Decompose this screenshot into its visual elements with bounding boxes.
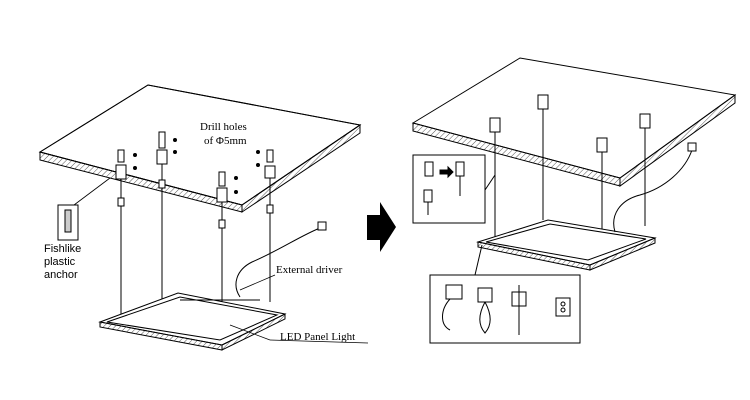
left-driver-cable xyxy=(235,221,327,298)
anchor-label-line2: plastic xyxy=(44,256,76,268)
led-panel-light-label: LED Panel Light xyxy=(280,331,356,343)
connector-detail-box xyxy=(429,244,581,344)
arrow-right-icon xyxy=(367,202,396,252)
anchor-callout-box xyxy=(57,204,79,241)
left-led-panel xyxy=(98,292,287,351)
anchor-label-line3: anchor xyxy=(44,269,78,281)
left-ceiling xyxy=(38,84,362,213)
left-leader-lines xyxy=(73,177,369,344)
drill-holes-line1: Drill holes xyxy=(200,121,247,133)
left-suspension-wires xyxy=(117,179,274,315)
drill-holes-line2: of Φ5mm xyxy=(204,135,247,147)
right-ceiling xyxy=(411,57,737,187)
right-suspension-wires xyxy=(494,109,646,240)
drill-holes-label: Drill holes of Φ5mm xyxy=(200,120,247,148)
anchor-label-line1: Fishlike xyxy=(44,243,82,255)
anchor-label: Fishlike plastic anchor xyxy=(44,243,81,282)
right-led-panel xyxy=(476,219,657,271)
right-driver-cable xyxy=(613,142,697,233)
external-driver-label: External driver xyxy=(276,264,343,276)
left-anchors xyxy=(115,131,276,215)
right-anchor-detail-box xyxy=(412,154,496,224)
